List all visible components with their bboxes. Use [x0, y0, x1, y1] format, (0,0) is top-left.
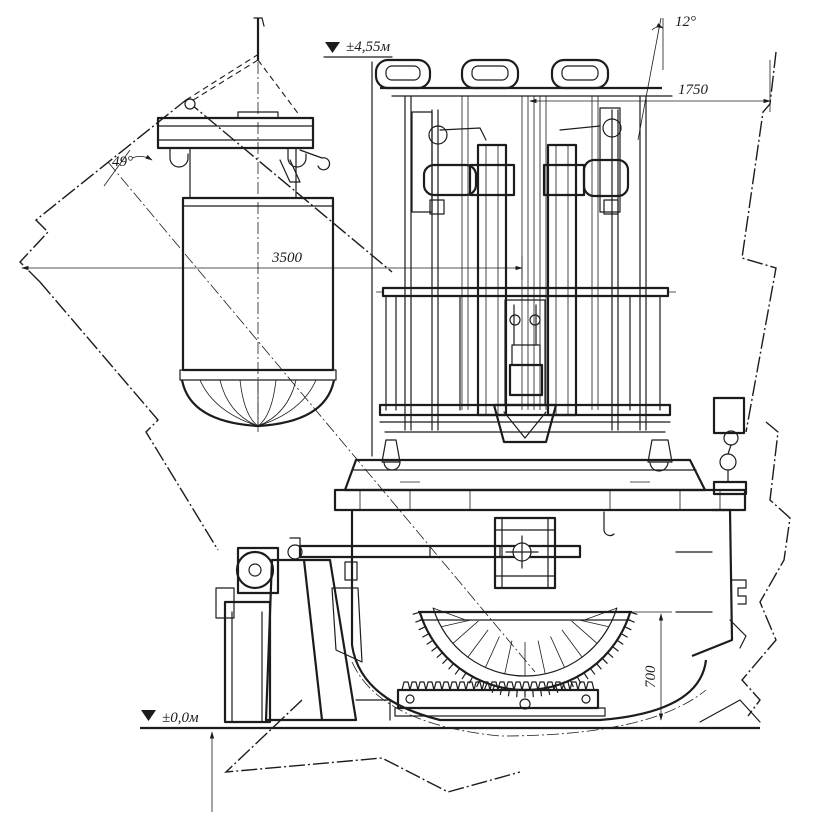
cradle-rib [485, 636, 500, 668]
cradle-rib [579, 619, 609, 628]
dimension-depth: 700 [632, 611, 672, 721]
level-top-label: ±4,55м [346, 39, 390, 55]
cradle-rib [433, 607, 466, 621]
cradle-tooth [431, 646, 439, 652]
cradle-tooth [627, 618, 635, 623]
electrode-columns [411, 107, 621, 417]
cradle-tooth [616, 639, 624, 645]
cradle-tooth [606, 652, 614, 658]
cradle-tooth [448, 662, 455, 670]
level-ground-label: ±0,0м [162, 710, 199, 726]
tilt-cylinder-rod [298, 535, 582, 569]
cradle-tooth [436, 652, 444, 658]
dimension-span: 3500 [21, 250, 523, 280]
lower-mechanism-box [493, 516, 557, 590]
level-marker-top: ±4,55м [323, 39, 393, 58]
rack-teeth [401, 681, 595, 691]
angle-bucket-label: 49° [112, 154, 133, 170]
mast-frame [371, 61, 647, 457]
furnace-roof [343, 439, 707, 492]
cradle-tooth [412, 611, 421, 615]
lower-platform [378, 403, 672, 433]
central-mechanism [492, 299, 558, 444]
crane-hook [184, 17, 301, 117]
cradle-tooth [476, 679, 481, 688]
cradle-rib [550, 636, 565, 668]
cradle-tooth [620, 633, 628, 638]
furnace-ring-beam [333, 488, 747, 512]
upper-platform [376, 286, 676, 411]
angle-electrode: 12° [637, 14, 696, 141]
cradle-tooth [461, 672, 467, 680]
cradle-rib [467, 629, 489, 658]
dim-span-label: 3500 [271, 250, 303, 266]
cradle-rib [584, 607, 617, 621]
cradle-tooth [624, 626, 632, 631]
cradle-tooth [589, 667, 596, 675]
angle-electrode-label: 12° [675, 14, 696, 30]
tilted-outline-left [19, 51, 536, 793]
cradle-tooth [601, 657, 608, 664]
electrode-clamps [422, 118, 630, 215]
cradle-tooth [611, 646, 619, 652]
cradle-tooth [418, 626, 426, 631]
tilt-drive [215, 537, 391, 724]
dim-depth-label: 700 [643, 665, 659, 688]
cradle-rib [441, 619, 471, 628]
furnace-shell [350, 508, 747, 658]
dimension-electrode: 1750 [529, 60, 771, 112]
bucket-traverse-beam [156, 111, 331, 199]
cradle-rib [561, 629, 583, 658]
cradle-rib [537, 640, 546, 674]
tilted-outline-right [741, 51, 791, 717]
cradle-tooth [442, 657, 449, 664]
cradle-tooth [483, 682, 488, 691]
cradle-tooth [426, 639, 434, 645]
ground-line [140, 699, 761, 730]
cradle-rib [571, 620, 598, 644]
tilt-rack [394, 681, 606, 717]
furnace-bottom [350, 644, 708, 737]
cradle-tooth [583, 672, 589, 680]
cradle-rib [504, 640, 513, 674]
electrode-holders [374, 58, 673, 97]
cradle-tooth [454, 667, 461, 675]
tilt-cradle-sector [412, 607, 638, 698]
cradle-tooth [629, 611, 638, 615]
cradle-rib [452, 620, 479, 644]
dim-electrode-label: 1750 [678, 82, 709, 98]
cradle-tooth [415, 618, 423, 623]
right-side-lifter [712, 396, 748, 496]
level-marker-ground: ±0,0м [141, 710, 199, 726]
cradle-tooth [422, 633, 430, 638]
cradle-tooth [595, 662, 602, 670]
angle-bucket: 49° [103, 149, 153, 187]
